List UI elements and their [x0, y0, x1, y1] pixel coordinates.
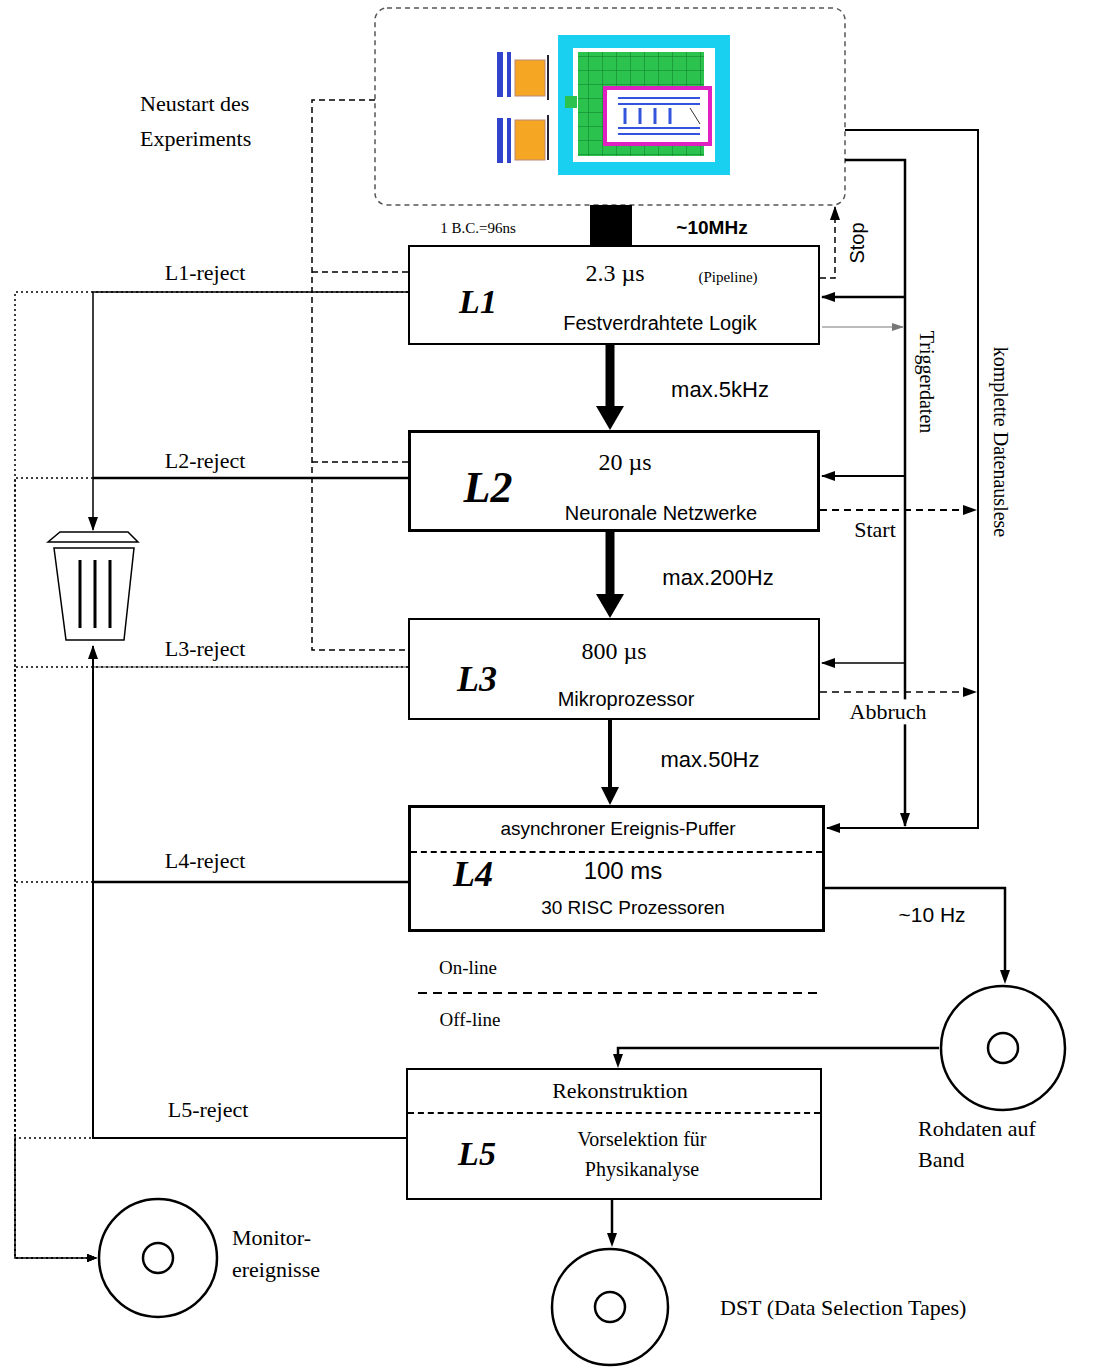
- node-text: L2: [464, 463, 513, 514]
- tape-outline: [550, 1247, 670, 1367]
- connector: [15, 882, 408, 1258]
- reject-line: [93, 477, 408, 480]
- arrow-head: [87, 1254, 97, 1262]
- node-text: 20 µs: [598, 449, 651, 477]
- annotation-label: Off-line: [440, 1009, 501, 1031]
- readout-line: [827, 130, 978, 828]
- annotation-label: On-line: [439, 957, 497, 979]
- node-text: L4: [453, 854, 493, 895]
- start-line: [820, 509, 976, 511]
- arrow-head: [1000, 970, 1010, 984]
- connector-label: L1-reject: [162, 260, 249, 285]
- tape-rim: [552, 1249, 668, 1365]
- node-text: L1: [459, 282, 497, 321]
- connector: [15, 478, 408, 1258]
- tape-reel: Rohdaten auf Band: [916, 985, 1092, 1167]
- arrow-head: [87, 1254, 97, 1262]
- abort-line: [820, 691, 976, 693]
- node-text: Rekonstruktion: [552, 1078, 688, 1103]
- connector: [15, 292, 408, 1258]
- trigger-branch: [822, 662, 905, 664]
- annotation-label: Abbruch: [847, 699, 930, 724]
- connector-label: ~10 Hz: [895, 903, 968, 927]
- annotation-label: Stop: [846, 222, 869, 263]
- connector-label: max.5kHz: [668, 377, 772, 402]
- online-offline-divider: [418, 992, 818, 994]
- reject-line: [93, 292, 408, 530]
- stop-line: [820, 207, 835, 278]
- annotation-label: komplette Datenauslese: [989, 347, 1012, 538]
- trigger-level-box: L2 20 µs Neuronale Netzwerke: [408, 430, 820, 532]
- connector: [611, 1200, 614, 1234]
- node-text: 800 µs: [581, 638, 646, 666]
- node-text: L3: [457, 659, 497, 700]
- reject-line: [93, 667, 408, 668]
- reject-line: [93, 881, 408, 884]
- box-divider: [411, 851, 822, 853]
- arrow-head: [87, 1254, 97, 1262]
- tape-reel: Monitor- ereignisse: [97, 1198, 377, 1320]
- arrow-head: [596, 594, 624, 618]
- reject-line: [93, 646, 406, 1138]
- node-text: asynchroner Ereignis-Puffer: [500, 818, 735, 840]
- node-text: (Pipeline): [698, 269, 757, 286]
- arrow-head: [607, 1233, 617, 1247]
- connector-label: max.50Hz: [657, 747, 762, 772]
- connector: [825, 888, 1005, 971]
- node-text: L5: [458, 1134, 496, 1173]
- connector: [608, 720, 612, 788]
- annotation-label: Triggerdaten: [915, 331, 938, 434]
- connector: [15, 667, 408, 1258]
- tape-outline: [97, 1197, 219, 1319]
- arrow-head: [87, 1254, 97, 1262]
- annotation-label: Neustart des Experiments: [140, 86, 320, 156]
- tape-reel: DST (Data Selection Tapes): [548, 1247, 1088, 1367]
- arrow-head: [596, 406, 624, 430]
- trigger-level-box: asynchroner Ereignis-PufferL4 100 ms 30 RI…: [408, 805, 825, 932]
- arrow-head: [601, 787, 619, 805]
- grey-arrow: [822, 327, 903, 328]
- trash-can: [48, 532, 138, 640]
- node-text: 2.3 µs: [585, 260, 644, 288]
- tape-hub: [595, 1292, 625, 1322]
- node-text: Rohdaten auf Band: [918, 1113, 1068, 1175]
- trigger-data-line: [845, 160, 905, 826]
- connector-label: L3-reject: [162, 636, 249, 661]
- connector-label: max.200Hz: [659, 565, 776, 590]
- box-divider: [408, 1112, 820, 1114]
- node-text: Vorselektion für Physikanalyse: [552, 1124, 732, 1184]
- connector-label: L2-reject: [162, 448, 249, 473]
- tape-outline: [939, 984, 1067, 1112]
- node-text: 30 RISC Prozessoren: [541, 897, 725, 919]
- node-text: Festverdrahtete Logik: [563, 312, 756, 335]
- data-bus-bar: [590, 205, 632, 245]
- node-text: Monitor- ereignisse: [232, 1222, 372, 1286]
- trigger-branch: [822, 296, 905, 299]
- detector-illustration: [375, 8, 845, 205]
- connector: [606, 532, 615, 595]
- node-text: Mikroprozessor: [558, 688, 695, 711]
- node-text: 100 ms: [584, 857, 663, 885]
- tape-rim: [941, 986, 1065, 1110]
- connector-label: L4-reject: [162, 848, 249, 873]
- tape-hub: [143, 1243, 173, 1273]
- tape-hub: [988, 1033, 1018, 1063]
- connector: [606, 345, 615, 407]
- annotation-label: Start: [851, 517, 899, 542]
- tape-rim: [99, 1199, 217, 1317]
- trigger-level-box: RekonstruktionL5 Vorselektion für Physika…: [406, 1068, 822, 1200]
- connector: [618, 1048, 939, 1055]
- node-text: Neuronale Netzwerke: [565, 502, 757, 525]
- arrow-head: [87, 1254, 97, 1262]
- annotation-label: ~10MHz: [676, 217, 747, 239]
- arrow-head: [613, 1054, 623, 1068]
- trigger-level-box: L3 800 µs Mikroprozessor: [408, 618, 820, 720]
- annotation-label: 1 B.C.=96ns: [440, 220, 516, 237]
- restart-line: [312, 100, 408, 650]
- trigger-branch: [822, 475, 905, 477]
- connector-label: L5-reject: [165, 1097, 252, 1122]
- node-text: DST (Data Selection Tapes): [720, 1295, 966, 1320]
- trigger-level-box: L1 2.3 µs (Pipeline) Festverdrahtete Logik: [408, 245, 820, 345]
